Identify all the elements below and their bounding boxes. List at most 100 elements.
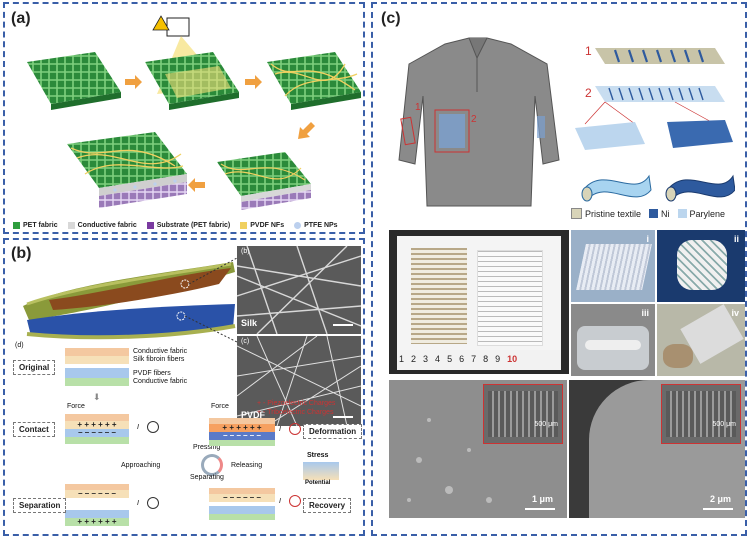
legend-swatch	[13, 222, 20, 229]
legend-item: PET fabric	[13, 222, 58, 229]
force-label: Force	[211, 403, 229, 410]
sem-pvdf-image: (c) PVDF	[237, 336, 361, 426]
stage-original: Original	[13, 360, 56, 375]
legend-swatch	[67, 222, 75, 229]
scale-bar	[333, 324, 353, 326]
cycle-icon	[201, 454, 223, 476]
pet-fabric-1	[27, 52, 121, 104]
panel-c-label: (c)	[381, 10, 401, 27]
potential-box	[303, 462, 339, 480]
recovery-layer-stack: – – – – – –	[209, 488, 275, 520]
ruler-number: 7	[471, 354, 477, 364]
ruler-number: 1	[399, 354, 405, 364]
legend-swatch	[146, 222, 154, 229]
shirt-region-1: 1	[415, 102, 421, 113]
electrode-fabric-photo	[389, 230, 569, 374]
ruler-number: 10	[507, 354, 518, 364]
stage-deformation: Deformation	[303, 424, 363, 439]
photo-i: i	[571, 230, 655, 302]
photo-label: i	[646, 234, 649, 244]
stage-recovery: Recovery	[303, 498, 352, 513]
legend-swatch	[294, 222, 302, 229]
panel-a-legend: PET fabric Conductive fabric Substrate (…	[13, 222, 338, 229]
stage-contact: Contact	[13, 422, 55, 437]
layer-num: 2	[585, 86, 592, 100]
charge-legend: + - Triboelectric Charges	[257, 409, 334, 416]
stacked-fabric-1	[217, 152, 311, 196]
sem-label: PVDF	[241, 410, 266, 420]
ammeter-icon	[147, 421, 159, 433]
ruler-number: 5	[447, 354, 453, 364]
ruler-scale: 1 2 3 4 5 6 7 8 9 10	[399, 354, 517, 364]
sem-tag: (c)	[241, 338, 250, 345]
ruler-number: 9	[495, 354, 501, 364]
legend-item: PTFE NPs	[294, 222, 338, 229]
arrow-right-1	[125, 75, 142, 89]
diagram-tag: (d)	[15, 342, 24, 349]
current-symbol: I	[279, 426, 281, 433]
current-symbol: I	[137, 424, 139, 431]
ruler-number: 4	[435, 354, 441, 364]
legend-item: Substrate (PET fabric)	[146, 222, 231, 229]
panel-a: (a)	[3, 2, 365, 234]
layer-label: Conductive fabric	[133, 348, 188, 355]
panel-a-label: (a)	[11, 10, 31, 27]
stress-label: Stress	[307, 452, 329, 459]
ruler-number: 6	[459, 354, 465, 364]
scale-label: 1 μm	[531, 494, 553, 504]
contact-layer-stack: + + + + + + – – – – – –	[65, 414, 129, 444]
photo-label: ii	[733, 234, 739, 244]
sem-inset-left: 500 μm	[483, 384, 563, 444]
legend-label: Conductive fabric	[77, 222, 137, 229]
sem-coated-fiber-left: 500 μm 1 μm	[389, 380, 567, 518]
legend-label: Substrate (PET fabric)	[156, 222, 231, 229]
sem-inset-right: 500 μm	[661, 384, 741, 444]
current-symbol: I	[279, 498, 281, 505]
inset-scale-label: 500 μm	[712, 421, 737, 428]
sem-coated-fiber-right: 500 μm 2 μm	[569, 380, 745, 518]
scale-label: 2 μm	[709, 494, 731, 504]
potential-label: Potential	[305, 480, 331, 486]
layer-label: Conductive fabric	[133, 378, 188, 385]
legend-label: PET fabric	[23, 222, 58, 229]
pressing-label: Pressing	[193, 444, 221, 451]
legend-label: PVDF NFs	[250, 222, 285, 229]
arrow-right-2	[245, 75, 262, 89]
legend-item: Conductive fabric	[67, 222, 137, 229]
separating-label: Separating	[190, 474, 224, 481]
legend-item: Ni	[649, 208, 670, 219]
arrow-down-1	[298, 122, 315, 139]
photo-iii: iii	[571, 304, 655, 376]
deformation-layer-stack: + + + + + + – – – – – –	[209, 418, 275, 446]
releasing-label: Releasing	[231, 462, 263, 469]
sem-silk-image: (b) Silk	[237, 246, 361, 334]
inset-scale-label: 500 μm	[534, 421, 559, 428]
panel-a-schematic	[27, 15, 361, 210]
current-symbol: I	[137, 500, 139, 507]
layer-label: PVDF fibers	[133, 370, 171, 377]
layer-label: Silk fibroin fibers	[133, 356, 185, 363]
legend-label: Parylene	[689, 208, 726, 219]
sem-label: Silk	[241, 318, 258, 328]
legend-label: PTFE NPs	[304, 222, 338, 229]
ammeter-icon	[289, 423, 301, 435]
ammeter-icon	[147, 497, 159, 509]
ruler-number: 3	[423, 354, 429, 364]
legend-label: Ni	[661, 208, 670, 219]
sem-tag: (b)	[241, 248, 250, 255]
layer-num: 1	[585, 44, 592, 58]
stage-separation: Separation	[13, 498, 67, 513]
smart-shirt-render	[398, 37, 560, 207]
approaching-label: Approaching	[121, 462, 161, 469]
legend-swatch	[677, 209, 687, 218]
photo-label: iv	[731, 308, 739, 318]
panel-b-label: (b)	[11, 245, 32, 262]
separation-layer-stack: – – – – – – + + + + + +	[65, 484, 129, 528]
legend-label: Pristine textile	[585, 208, 642, 219]
panel-c-legend: Pristine textile Ni Parylene	[571, 208, 725, 219]
ammeter-icon	[289, 495, 301, 507]
panel-b: (b) (b) Silk (c) PVDF (d) Conductive fab…	[3, 238, 365, 536]
legend-swatch	[571, 208, 582, 219]
high-voltage-icon	[152, 15, 170, 31]
ruler-number: 8	[483, 354, 489, 364]
